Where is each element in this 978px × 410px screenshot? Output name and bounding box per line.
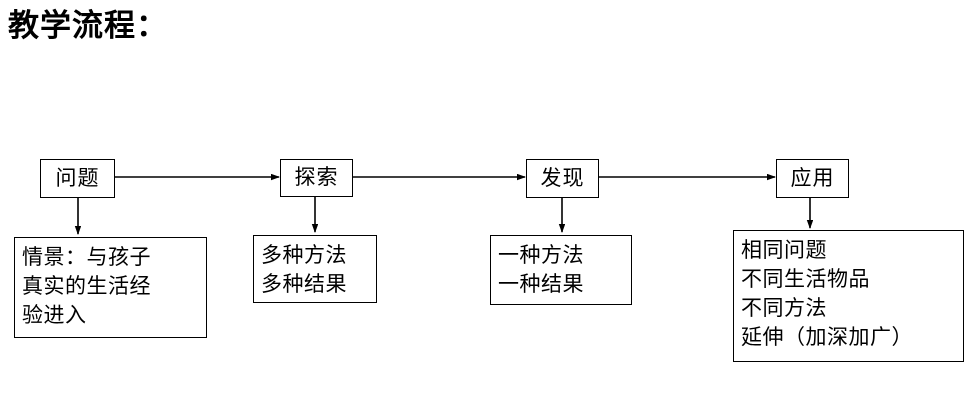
detail-line: 延伸（加深加广） [741, 325, 913, 349]
detail-line: 多种结果 [261, 272, 347, 296]
detail-line: 多种方法 [261, 243, 347, 267]
stage-label-discover: 发现 [540, 165, 585, 190]
detail-line: 情景：与孩子 [22, 245, 151, 269]
detail-line: 验进入 [22, 303, 87, 327]
detail-box-apply[interactable]: 相同问题 不同生活物品 不同方法 延伸（加深加广） [733, 230, 964, 362]
stage-label-explore: 探索 [294, 165, 339, 190]
detail-box-question[interactable]: 情景：与孩子 真实的生活经 验进入 [14, 237, 207, 338]
stage-box-question[interactable]: 问题 [40, 159, 115, 198]
detail-box-explore[interactable]: 多种方法 多种结果 [253, 235, 377, 303]
detail-box-discover[interactable]: 一种方法 一种结果 [490, 235, 632, 305]
detail-line: 真实的生活经 [22, 274, 151, 298]
detail-line: 一种方法 [498, 243, 584, 267]
stage-label-apply: 应用 [790, 165, 835, 190]
detail-line: 相同问题 [741, 238, 827, 262]
detail-line: 不同生活物品 [741, 267, 870, 291]
detail-line: 不同方法 [741, 296, 827, 320]
detail-line: 一种结果 [498, 272, 584, 296]
stage-box-explore[interactable]: 探索 [280, 159, 353, 197]
stage-box-discover[interactable]: 发现 [526, 159, 599, 198]
stage-label-question: 问题 [55, 165, 100, 190]
page-title: 教学流程： [8, 8, 168, 44]
stage-box-apply[interactable]: 应用 [776, 159, 849, 198]
